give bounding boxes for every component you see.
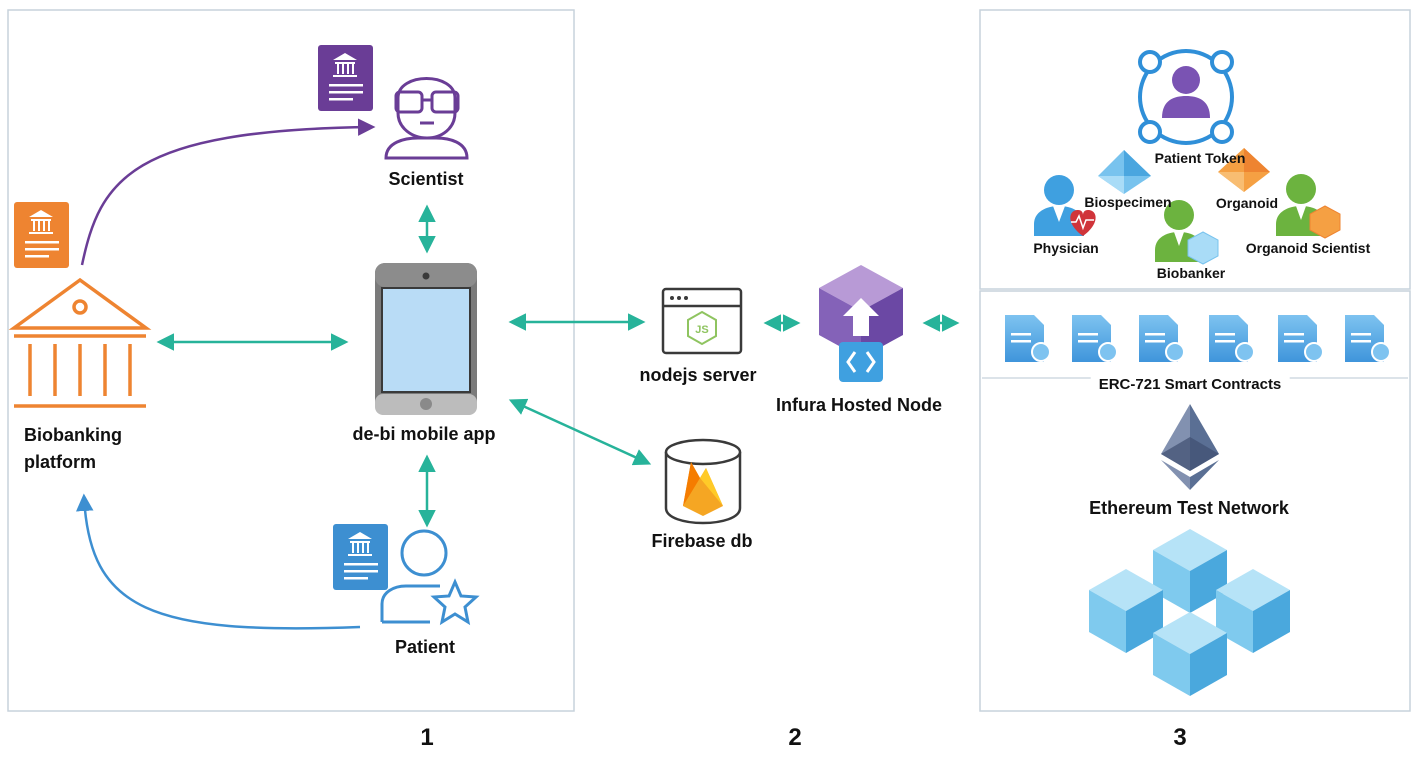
document-bank-icon [318,45,373,111]
patient-star-icon [380,529,480,626]
nodejs-server-label: nodejs server [639,365,757,385]
scientist-label: Scientist [388,169,464,189]
firebase-db-label: Firebase db [651,531,753,551]
platform-label-line1: Biobanking [24,425,122,445]
tablet-icon [375,263,477,415]
patient-token-label: Patient Token [1154,150,1246,166]
biobanker-icon [1155,200,1219,265]
scientist-icon [384,77,469,160]
contract-document-icon [1139,315,1185,362]
contract-document-icon [1072,315,1118,362]
panel-right-bottom [979,290,1411,712]
infura-cube-icon [819,265,903,382]
arrow-app-firebase [508,398,652,466]
patient-label: Patient [394,637,456,657]
biobanker-label: Biobanker [1156,265,1226,281]
svg-text:JS: JS [695,324,708,336]
document-bank-icon [333,524,388,590]
platform-label-line2: platform [24,452,96,472]
document-bank-icon [14,202,69,268]
organoid-scientist-icon [1276,174,1341,239]
physician-icon [1034,175,1096,236]
organoid-scientist-label: Organoid Scientist [1245,240,1371,256]
contract-document-icon [1345,315,1391,362]
diamond-icon [1218,148,1270,192]
diamond-icon [1098,150,1151,194]
ethereum-logo-icon [1161,404,1219,490]
smart-contracts-label: ERC-721 Smart Contracts [1090,376,1290,394]
panel-number-1: 1 [420,724,434,751]
blockchain-cubes-icon [1089,529,1290,696]
mobile-app-label: de-bi mobile app [352,424,496,444]
biospecimen-label: Biospecimen [1084,194,1172,210]
firebase-cylinder-icon [664,438,742,525]
browser-js-icon: JS [661,287,743,355]
infura-node-label: Infura Hosted Node [775,395,943,415]
contract-document-icon [1209,315,1255,362]
contract-document-icon [1278,315,1324,362]
panel-number-2: 2 [788,724,802,751]
arrow-patient-to-platform [76,493,361,630]
organoid-label: Organoid [1215,195,1279,211]
physician-label: Physician [1033,240,1099,256]
contract-document-icon [1005,315,1051,362]
arrow-platform-to-scientist [80,118,376,266]
network-label: Ethereum Test Network [1089,498,1289,518]
panel-number-3: 3 [1173,724,1187,751]
panel-left [7,9,575,712]
patient-token-network-icon [1138,49,1234,145]
bank-building-icon [8,277,152,408]
